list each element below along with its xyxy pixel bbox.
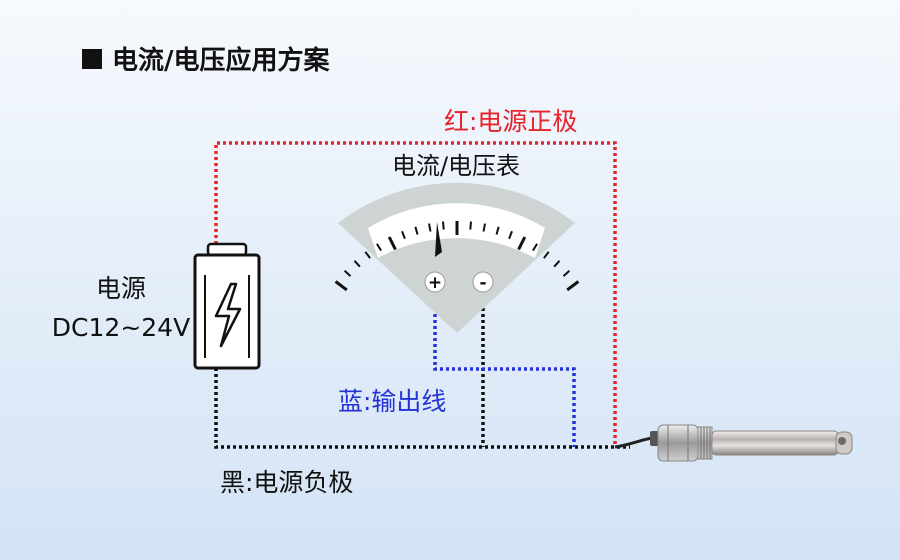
- meter-tick: [364, 251, 371, 259]
- probe-hex-nut: [657, 424, 699, 462]
- battery-body: [193, 253, 261, 370]
- meter-tick: [469, 221, 472, 230]
- meter-tick: [566, 280, 580, 292]
- meter-tick: [495, 226, 500, 235]
- meter-needle: [435, 222, 442, 257]
- title-square-icon: [82, 49, 102, 69]
- meter-tick: [442, 221, 445, 230]
- meter-tick: [376, 243, 382, 252]
- meter-plus-label: +: [428, 273, 442, 293]
- sensor-probe: [614, 424, 853, 462]
- power-supply: [193, 242, 261, 370]
- meter-tick: [414, 226, 419, 235]
- battery-cap: [206, 242, 248, 257]
- black-wire-label: 黑:电源负极: [220, 468, 353, 497]
- power-name: 电源: [96, 274, 146, 303]
- meter-tick: [334, 280, 348, 292]
- meter-tick: [387, 236, 397, 251]
- meter-minus-label: -: [479, 273, 486, 293]
- meter-tick: [508, 230, 513, 240]
- meter-tick: [532, 243, 538, 252]
- meter: + -: [334, 182, 580, 333]
- meter-tick: [562, 269, 571, 277]
- meter-tick: [343, 269, 352, 277]
- meter-tick: [553, 260, 561, 268]
- meter-tick: [401, 230, 406, 240]
- meter-plus-terminal: [424, 271, 446, 293]
- blue-wire-label: 蓝:输出线: [338, 387, 446, 416]
- meter-tick: [353, 260, 361, 268]
- meter-tick: [428, 223, 432, 232]
- page-title: 电流/电压应用方案: [112, 45, 330, 76]
- red-wire: [214, 141, 617, 447]
- meter-tick: [543, 251, 550, 259]
- meter-tick: [482, 223, 486, 232]
- meter-ticks: [334, 221, 580, 292]
- meter-label: 电流/电压表: [392, 152, 520, 180]
- meter-tick: [517, 236, 527, 251]
- meter-minus-terminal: [472, 271, 494, 293]
- power-voltage: DC12~24V: [52, 313, 190, 342]
- probe-cable: [614, 436, 653, 449]
- lightning-icon: [214, 282, 242, 348]
- red-wire-label: 红:电源正极: [444, 107, 577, 136]
- probe-rod: [711, 430, 839, 456]
